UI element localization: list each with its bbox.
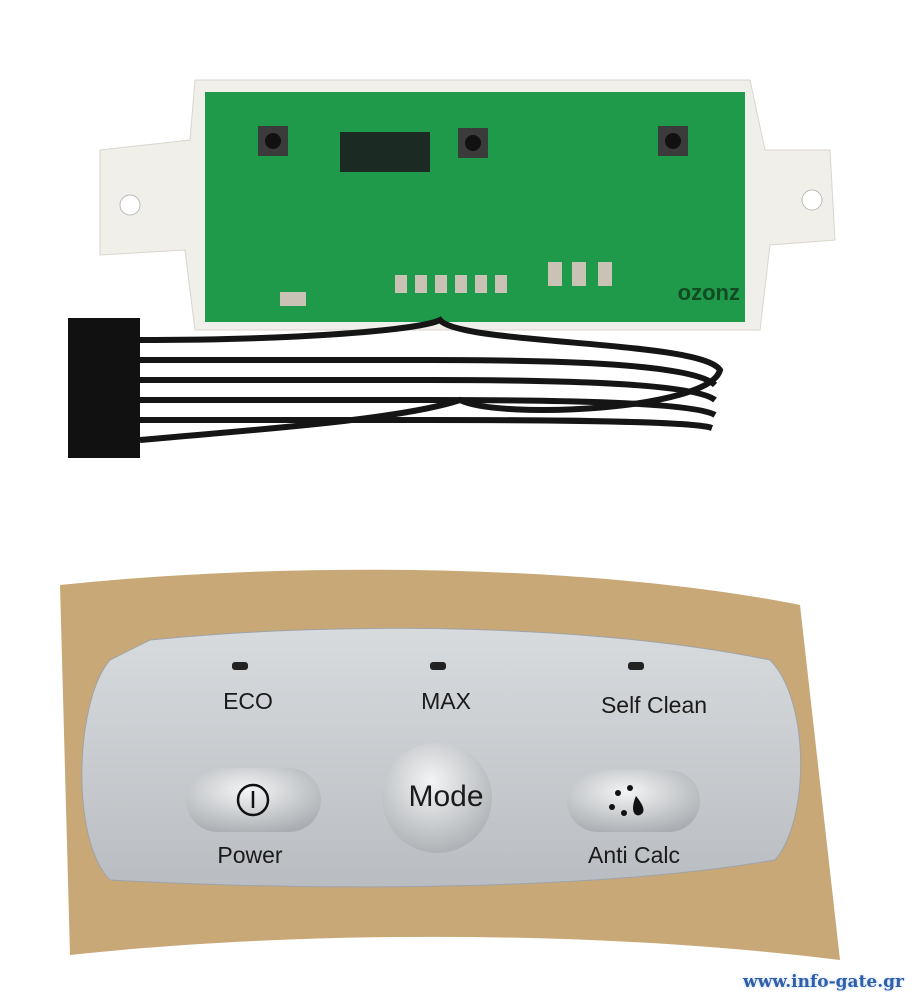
power-label: Power — [217, 842, 283, 868]
watermark: www.info-gate.gr — [743, 972, 904, 992]
mode-button-bg[interactable] — [382, 743, 492, 853]
cable-connector — [68, 318, 140, 458]
mode-label: Mode — [408, 780, 484, 813]
pcb-board: ozonz — [205, 92, 745, 322]
svg-text:ozonz: ozonz — [678, 280, 740, 305]
power-icon — [236, 783, 270, 817]
ribbon-cable — [139, 316, 724, 443]
water-drops-icon — [609, 785, 644, 816]
led-windows — [232, 662, 644, 670]
anti-calc-button-bg[interactable] — [567, 770, 700, 832]
eco-label: ECO — [223, 688, 273, 714]
anti-calc-label: Anti Calc — [587, 842, 681, 868]
max-label: MAX — [421, 688, 471, 714]
self-clean-label: Self Clean — [600, 692, 708, 718]
